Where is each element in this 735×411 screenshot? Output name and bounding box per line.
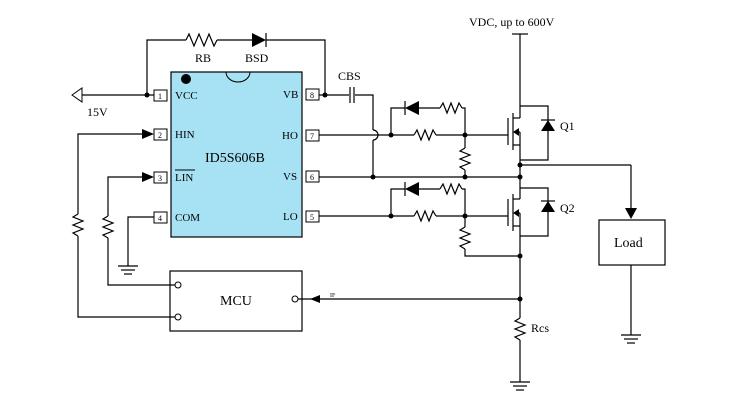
resistor-ls-gate (413, 209, 437, 223)
wire (77, 236, 175, 318)
junction-dot (462, 174, 468, 180)
ic-pins-right: 8 7 6 5 (305, 88, 320, 223)
pin-lo-label: LO (283, 211, 298, 223)
wire (107, 238, 175, 286)
bsd-label: BSD (245, 51, 269, 65)
pin-3-box (153, 171, 168, 184)
diode-ls (405, 182, 419, 196)
vs-net (319, 174, 520, 180)
pin-lin-label: LIN (175, 172, 193, 184)
if-feedback-net: IF (298, 293, 520, 303)
resistor-ls-off (439, 182, 463, 196)
resistor-hs-gate (413, 128, 437, 142)
com-ground-net (118, 216, 154, 275)
rb-label: RB (195, 51, 211, 65)
mcu-box (169, 270, 303, 332)
pin-2-box (153, 128, 168, 141)
power-stage: VDC, up to 600V Q1 (469, 15, 631, 391)
wire (355, 94, 374, 130)
diode-bsd (252, 33, 266, 47)
wire (464, 249, 520, 257)
wire (146, 39, 186, 95)
hin-arrow (142, 129, 154, 139)
junction-dot (517, 253, 523, 259)
resistor-lin (101, 215, 115, 239)
bootstrap-cap-net: CBS (319, 69, 379, 177)
rcs-label: Rcs (531, 321, 549, 335)
pin-7-number: 7 (310, 132, 314, 141)
pin-vs-label: VS (283, 171, 297, 183)
resistor-rb (185, 32, 218, 48)
q1-arrow (513, 128, 519, 136)
load-arrow (625, 208, 637, 219)
load-branch: Load (598, 165, 666, 344)
pin-8-number: 8 (310, 91, 314, 100)
pin-1-number: 1 (158, 92, 162, 101)
ic-notch (225, 71, 251, 83)
pin-vb-label: VB (283, 89, 298, 101)
hin-signal-net (71, 129, 175, 318)
ground-rcs (510, 381, 530, 391)
wire (462, 107, 466, 135)
pin-3-number: 3 (158, 174, 162, 183)
high-side-gate-net (319, 101, 508, 177)
q1-label: Q1 (560, 119, 575, 133)
pin-ho-label: HO (282, 130, 298, 142)
resistor-rcs (513, 317, 527, 341)
resistor-ls-pulldown (458, 226, 472, 250)
cbs-label: CBS (338, 69, 361, 83)
lin-arrow (142, 172, 154, 182)
pin-com-label: COM (175, 212, 200, 224)
pin-vcc-label: VCC (175, 90, 198, 102)
ic-pin1-marker (181, 74, 191, 84)
pin-4-number: 4 (158, 214, 162, 223)
resistor-hin (71, 213, 85, 237)
mosfet-q2: Q2 (507, 177, 575, 318)
wire (127, 216, 154, 266)
q2-arrow (513, 209, 519, 217)
wire (520, 105, 549, 161)
ic-pins-left: 1 2 3 4 (153, 89, 168, 224)
junction-dot (370, 174, 376, 180)
low-side-gate-net (319, 182, 520, 257)
ic-name: ID5S606B (205, 151, 265, 166)
supply-15v-label: 15V (87, 105, 108, 119)
mcu-label: MCU (220, 294, 252, 309)
diode-hs (405, 101, 419, 115)
mosfet-q1: Q1 (507, 95, 575, 177)
ic-pin-names: VCC HIN LIN COM VB HO VS LO (175, 89, 298, 224)
mcu-block: MCU (169, 270, 303, 332)
mcu-port-if (291, 295, 299, 303)
vcc-supply-net: 15V RB BSD (71, 32, 326, 119)
q1-body-diode (541, 120, 555, 131)
pin-hin-label: HIN (175, 129, 195, 141)
q2-body-diode (541, 201, 555, 212)
wire (77, 133, 142, 214)
vdc-label: VDC, up to 600V (469, 15, 555, 29)
if-arrow (310, 295, 320, 303)
if-label: IF (330, 293, 336, 299)
ic-body (170, 71, 303, 238)
pin-5-number: 5 (310, 213, 314, 222)
wire (390, 107, 405, 135)
wire (390, 188, 405, 216)
resistor-hs-pulldown (458, 147, 472, 171)
mcu-port-bottom (174, 313, 182, 321)
ground-load (621, 334, 641, 344)
mcu-port-top (174, 281, 182, 289)
supply-15v-arrow (71, 87, 83, 103)
wire (107, 176, 142, 216)
load-box (598, 219, 666, 266)
wire (462, 188, 466, 216)
junction-dot (322, 92, 328, 98)
resistor-hs-off (439, 101, 463, 115)
wire (266, 39, 326, 95)
pin-6-number: 6 (310, 173, 314, 182)
load-label: Load (614, 236, 643, 251)
pin-2-number: 2 (158, 131, 162, 140)
lin-signal-net (101, 172, 175, 286)
q2-label: Q2 (560, 201, 575, 215)
